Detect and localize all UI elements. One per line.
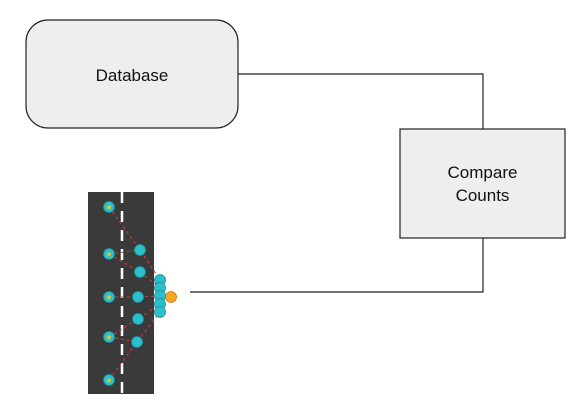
connector-road-to-compare xyxy=(190,238,484,293)
link xyxy=(109,295,161,298)
vehicle-node xyxy=(134,244,146,256)
road-illustration: ★ ★ ★ ★ ★ xyxy=(88,192,177,394)
connector-database-to-compare xyxy=(238,73,484,129)
link xyxy=(108,336,138,343)
compare-counts-label: Compare Counts xyxy=(447,163,518,205)
vehicle-node xyxy=(103,248,115,260)
highlight-vehicle-node xyxy=(165,291,177,303)
star-icon: ★ xyxy=(105,293,112,302)
compare-counts-node[interactable] xyxy=(399,128,566,239)
vehicle-node xyxy=(132,313,144,325)
vehicle-node xyxy=(103,374,115,386)
vehicle-node xyxy=(132,291,144,303)
star-vehicles: ★ ★ ★ ★ ★ xyxy=(103,201,115,386)
vehicle-node xyxy=(154,306,166,318)
star-icon: ★ xyxy=(105,203,112,212)
vehicle-node xyxy=(103,201,115,213)
vehicle-cluster xyxy=(154,274,166,318)
star-icon: ★ xyxy=(105,250,112,259)
star-icon: ★ xyxy=(105,376,112,385)
lane-vehicles xyxy=(131,244,146,348)
vehicle-node xyxy=(131,336,143,348)
vehicle-node xyxy=(103,331,115,343)
link xyxy=(108,311,161,381)
vehicle-node xyxy=(134,266,146,278)
vehicle-node xyxy=(103,291,115,303)
star-icon: ★ xyxy=(105,333,112,342)
database-label: Database xyxy=(95,66,169,85)
database-node[interactable] xyxy=(25,19,239,129)
